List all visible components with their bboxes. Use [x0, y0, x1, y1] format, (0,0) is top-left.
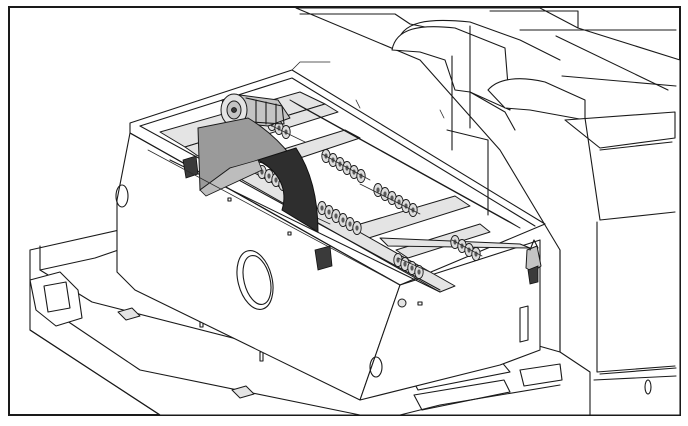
roller-hub: [410, 265, 414, 271]
roller-hub: [334, 213, 338, 219]
roller-hub: [417, 269, 421, 275]
detail-lines: [147, 61, 445, 286]
background-housing: [295, 7, 681, 416]
roller-frame: [139, 91, 531, 293]
roller-hub: [403, 261, 407, 267]
roller-hub: [355, 225, 359, 231]
roller-hub: [320, 205, 324, 211]
flexible-sheet: [197, 117, 319, 233]
roller-hub: [267, 173, 271, 179]
roller-hub: [341, 217, 345, 223]
roller-hub: [348, 221, 352, 227]
roller-hub: [327, 209, 331, 215]
drive-motor: [220, 93, 291, 127]
roller-hub: [274, 177, 278, 183]
roller-hub: [376, 187, 380, 193]
roller-hub: [383, 191, 387, 197]
latch-hardware: [182, 155, 542, 285]
